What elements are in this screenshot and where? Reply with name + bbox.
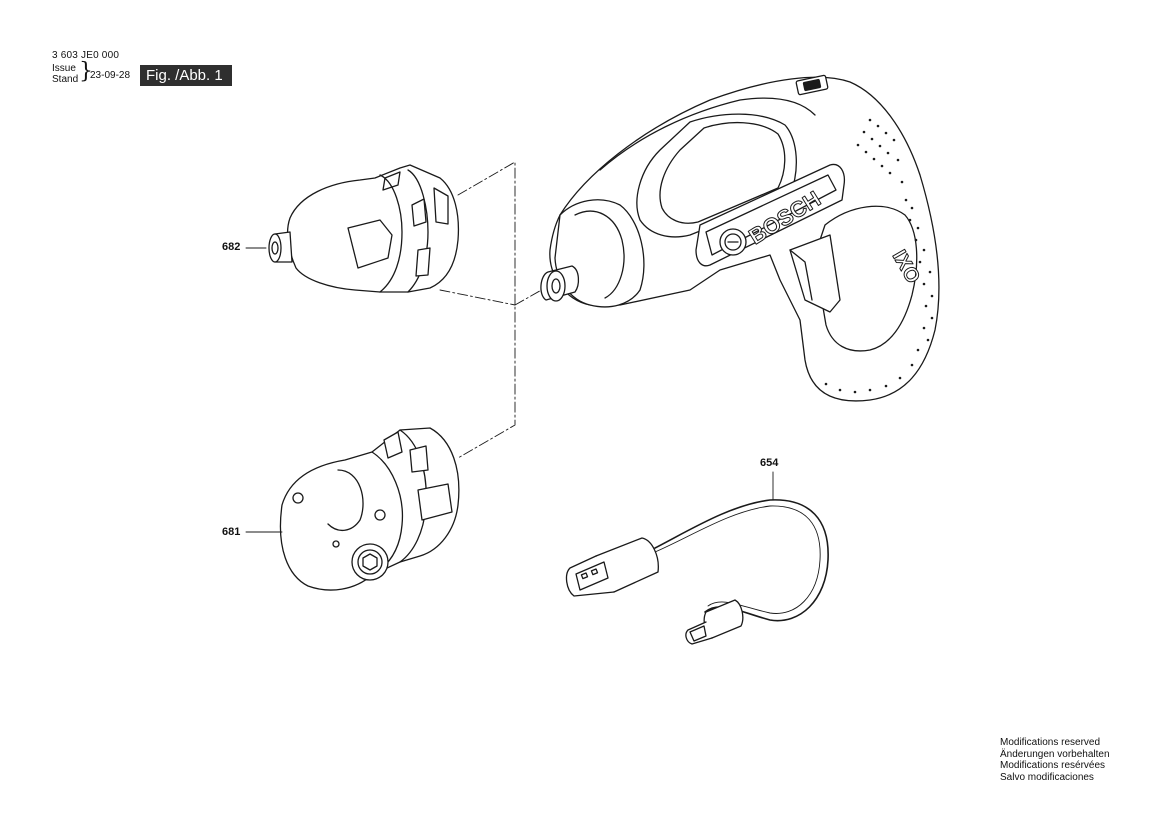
issue-date: 23-09-28 xyxy=(90,70,131,81)
issue-stand-labels: Issue Stand xyxy=(52,63,78,85)
modification-notices: Modifications reserved Änderungen vorbeh… xyxy=(1000,737,1110,783)
figure-label: Fig. /Abb. 1 xyxy=(140,65,232,86)
issue-label: Issue xyxy=(52,63,76,74)
attachment-681 xyxy=(245,427,460,591)
notice-fr: Modifications resérvées xyxy=(1000,760,1106,771)
screwdriver-body: BOSCH IXO xyxy=(540,74,940,402)
notice-en: Modifications reserved xyxy=(1000,737,1101,748)
attachment-682 xyxy=(245,164,460,293)
part-label-681: 681 xyxy=(222,526,241,538)
notice-de: Änderungen vorbehalten xyxy=(1000,748,1110,760)
grip-texture xyxy=(824,118,934,394)
brace-glyph: } xyxy=(79,59,93,84)
part-label-654: 654 xyxy=(760,457,779,469)
document-number: 3 603 JE0 000 xyxy=(52,50,120,61)
usb-cable-654 xyxy=(565,471,829,645)
notice-es: Salvo modificaciones xyxy=(1000,771,1094,783)
assembly-lines xyxy=(439,161,553,459)
stand-label: Stand xyxy=(52,74,79,85)
part-label-682: 682 xyxy=(222,241,241,253)
